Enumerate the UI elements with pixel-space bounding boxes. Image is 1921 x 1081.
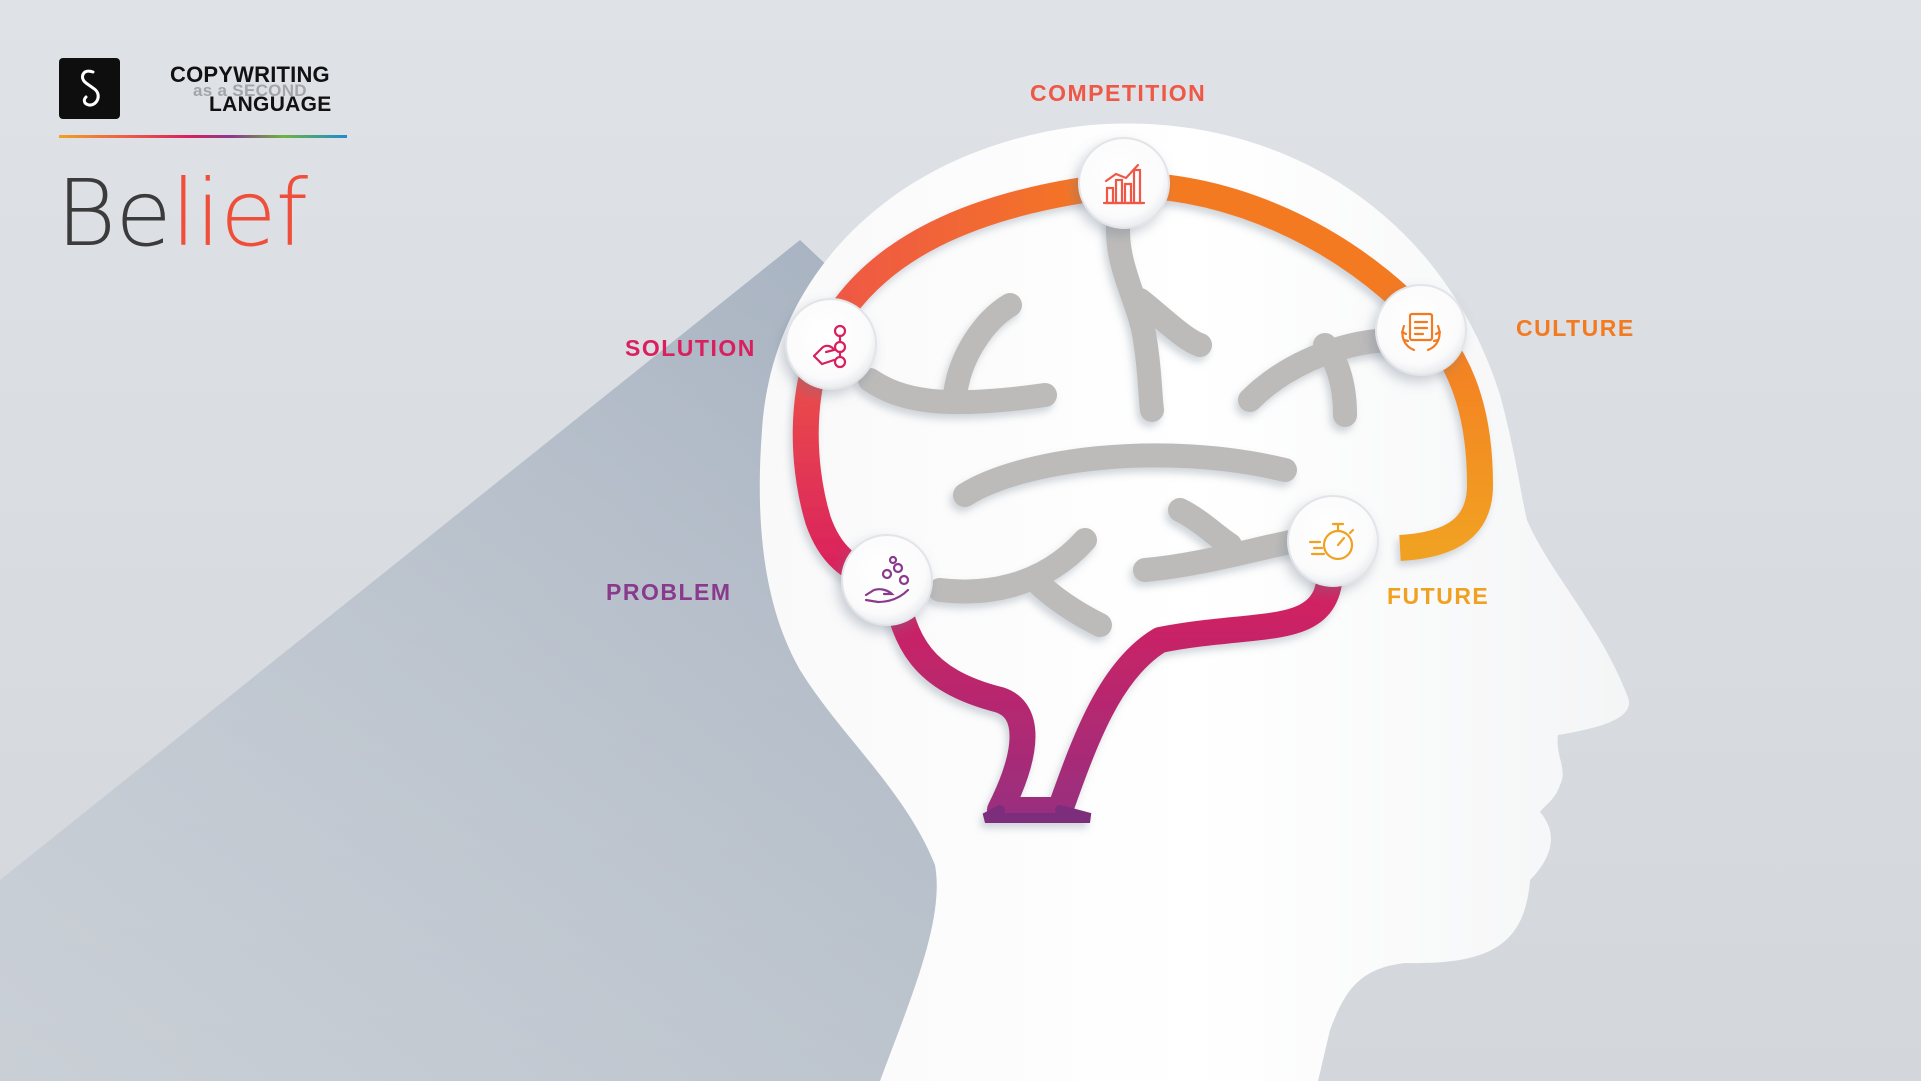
title-part-1: Be bbox=[56, 160, 172, 267]
title-part-2: lief bbox=[170, 160, 308, 267]
label-future: FUTURE bbox=[1387, 583, 1490, 609]
page-title: Belief bbox=[56, 168, 308, 260]
brand-logo[interactable]: COPYWRITING as a SECOND LANGUAGE bbox=[59, 58, 347, 142]
node-future[interactable] bbox=[1287, 495, 1379, 587]
s-hook-logo-icon bbox=[81, 69, 100, 107]
bar-chart-icon bbox=[1102, 163, 1146, 205]
laurel-certificate-icon bbox=[1400, 312, 1442, 352]
stopwatch-icon bbox=[1308, 522, 1355, 561]
brand-line-3: LANGUAGE bbox=[209, 93, 332, 116]
node-culture[interactable] bbox=[1375, 284, 1467, 376]
label-competition: COMPETITION bbox=[1030, 80, 1207, 106]
hand-coins-icon bbox=[864, 555, 910, 604]
label-culture: CULTURE bbox=[1516, 315, 1635, 341]
brand-rainbow-rule bbox=[59, 135, 347, 138]
brand-line-1: COPYWRITING bbox=[170, 62, 330, 87]
logo-mark bbox=[59, 58, 120, 119]
label-problem: PROBLEM bbox=[606, 579, 732, 605]
brand-line-2: as a SECOND bbox=[193, 81, 307, 100]
label-solution: SOLUTION bbox=[625, 335, 756, 361]
node-solution[interactable] bbox=[785, 298, 877, 390]
node-problem[interactable] bbox=[841, 534, 933, 626]
hand-network-icon bbox=[812, 324, 847, 369]
